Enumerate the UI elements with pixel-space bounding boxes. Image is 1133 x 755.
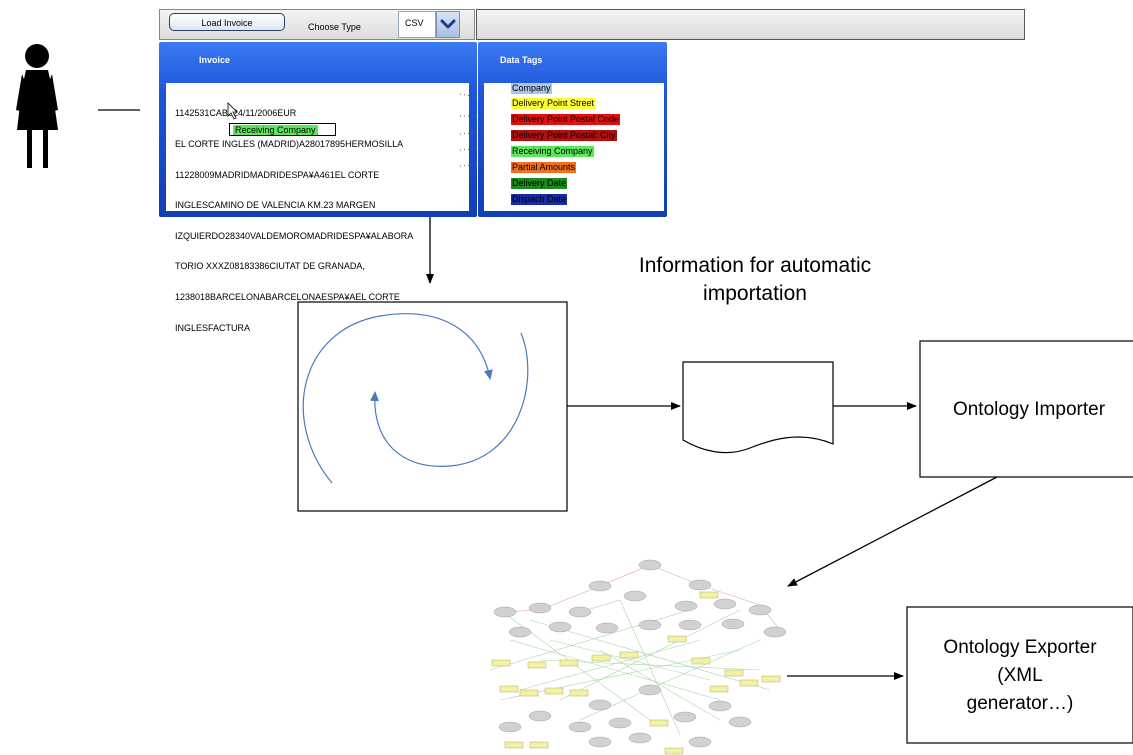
invoice-text: 1142531CAB024/11/2006EUR EL CORTE INGLES… — [175, 88, 465, 343]
exporter-line: (XML — [997, 665, 1043, 686]
invoice-line: TORIO XXXZ08183386CIUTAT DE GRANADA, — [175, 261, 365, 272]
invoice-line: IZQUIERDO28340VALDEMOROMADRIDESPA¥ALABOR… — [175, 230, 414, 241]
ontology-exporter-box — [906, 606, 1133, 744]
automatic-importation-caption: Information for automatic importation — [590, 252, 920, 308]
data-tags-panel-title: Data Tags — [500, 55, 543, 65]
cycle-arrow-outer — [302, 313, 493, 484]
document-shape — [682, 361, 834, 454]
caption-line: Information for automatic — [638, 254, 872, 277]
app-toolbar-extension — [476, 9, 1025, 40]
tag-receiving-company[interactable]: Receiving Company — [511, 146, 594, 157]
tag-delivery-date[interactable]: Delivery Date — [511, 178, 568, 189]
invoice-line: INGLESCAMINO DE VALENCIA KM.23 MARGEN — [175, 200, 376, 211]
load-invoice-button[interactable]: Load Invoice — [169, 13, 285, 31]
invoice-line: 11228009MADRIDMADRIDESPA¥A461EL CORTE — [175, 169, 380, 180]
invoice-line: 1238018BARCELONABARCELONAESPA¥AEL CORTE — [175, 292, 400, 303]
arrow-importer-to-graph — [787, 476, 998, 587]
caption-line: importation — [703, 282, 807, 305]
invoice-line: INGLESFACTURA — [175, 322, 251, 333]
ontology-graph — [489, 559, 787, 755]
type-select[interactable]: CSV — [398, 11, 436, 38]
exporter-line: generator…) — [966, 693, 1074, 714]
invoice-text-area[interactable] — [166, 83, 469, 211]
invoice-line: 1142531CAB024/11/2006EUR — [175, 108, 297, 119]
tag-dispach-date[interactable]: Dispach Date — [511, 194, 568, 205]
tag-delivery-point-street[interactable]: Delivery Point Street — [511, 98, 596, 109]
cycle-arrow-inner — [370, 332, 529, 467]
tag-delivery-point-postal-code[interactable]: Delivery Point Postal Code — [511, 114, 621, 125]
ontology-importer-label: Ontology Importer — [952, 399, 1106, 420]
cursor-icon — [227, 102, 238, 120]
invoice-panel-title: Invoice — [199, 55, 231, 65]
ontology-exporter-label: Ontology Exporter (XML generator…) — [907, 634, 1133, 718]
invoice-line: EL CORTE INGLES (MADRID)A28017895HERMOSI… — [175, 139, 404, 150]
exporter-line: Ontology Exporter — [943, 637, 1097, 658]
tag-popup-label: Receiving Company — [233, 125, 318, 135]
chevron-down-icon — [440, 19, 456, 29]
choose-type-label: Choose Type — [308, 22, 361, 32]
type-dropdown-button[interactable] — [436, 11, 460, 38]
tag-partial-amounts[interactable]: Partial Amounts — [511, 162, 577, 173]
person-icon — [16, 44, 140, 168]
tag-delivery-point-postal-city[interactable]: Delivery Point Postal: City — [511, 130, 617, 141]
ontology-importer-box — [919, 340, 1133, 478]
tag-company[interactable]: Company — [511, 83, 552, 94]
